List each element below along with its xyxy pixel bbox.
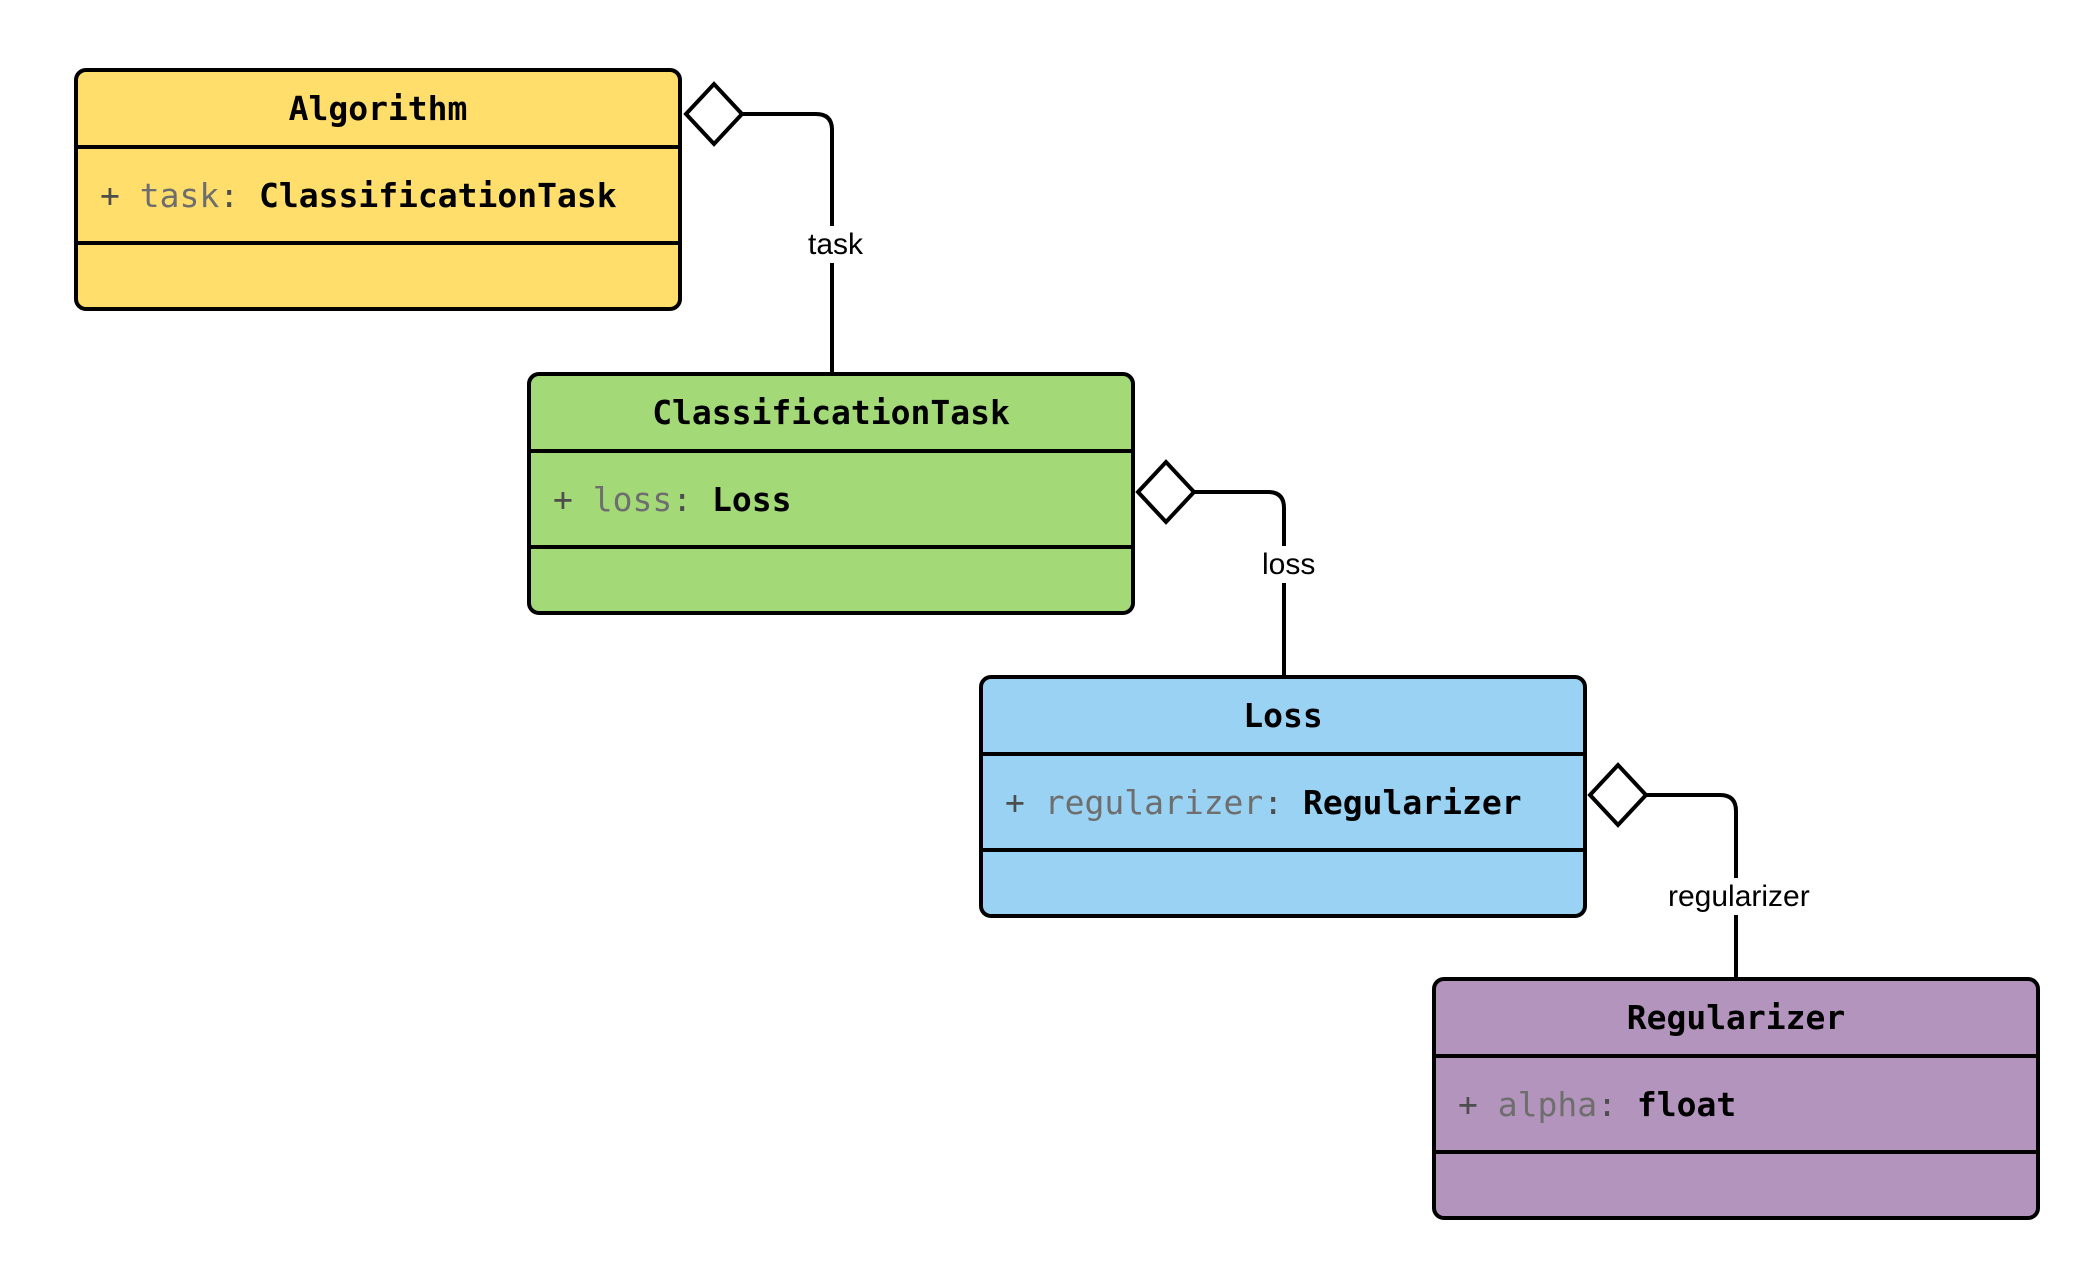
uml-compartment-divider [78,145,678,149]
attribute-colon: : [672,479,693,519]
attribute-colon: : [219,175,240,215]
attribute-name: alpha [1497,1084,1598,1124]
uml-class-title-loss: Loss [1243,696,1323,735]
uml-attribute-algorithm-task: + task: ClassificationTask [100,176,617,215]
relationship-label-algorithm-task: task [800,226,872,263]
uml-attributes-compartment-loss: + regularizer: Regularizer [983,756,1583,848]
uml-class-algorithm[interactable]: Algorithm + task: ClassificationTask [74,68,682,311]
attribute-name: regularizer [1044,782,1264,822]
uml-class-loss[interactable]: Loss + regularizer: Regularizer [979,675,1587,918]
uml-class-regularizer[interactable]: Regularizer + alpha: float [1432,977,2040,1220]
aggregation-diamond-icon-algorithm-task [683,81,745,147]
uml-class-classification-task[interactable]: ClassificationTask + loss: Loss [527,372,1135,615]
uml-methods-compartment-classification-task [531,549,1131,611]
relationship-line-classificationtask-loss [1194,490,1286,675]
uml-compartment-divider [983,848,1583,852]
attribute-type: ClassificationTask [258,175,617,215]
attribute-visibility: + [1458,1084,1478,1124]
attribute-type: float [1636,1084,1737,1124]
attribute-type: Loss [711,479,792,519]
relationship-label-classificationtask-loss: loss [1254,546,1324,583]
uml-class-title-algorithm: Algorithm [288,89,468,128]
attribute-name: loss [592,479,673,519]
attribute-visibility: + [1005,782,1025,822]
uml-attributes-compartment-algorithm: + task: ClassificationTask [78,149,678,241]
uml-methods-compartment-algorithm [78,245,678,307]
uml-attributes-compartment-regularizer: + alpha: float [1436,1058,2036,1150]
attribute-name: task [139,175,220,215]
uml-methods-compartment-regularizer [1436,1154,2036,1216]
attribute-type: Regularizer [1303,782,1522,822]
aggregation-diamond-icon-loss-regularizer [1587,762,1649,828]
uml-methods-compartment-loss [983,852,1583,914]
uml-class-title-regularizer: Regularizer [1626,998,1846,1037]
aggregation-diamond-icon-classificationtask-loss [1135,459,1197,525]
uml-attribute-regularizer-alpha: + alpha: float [1458,1085,1736,1124]
uml-compartment-divider [78,241,678,245]
attribute-colon: : [1263,782,1284,822]
uml-compartment-divider [1436,1054,2036,1058]
attribute-colon: : [1597,1084,1617,1124]
uml-attribute-classification-task-loss: + loss: Loss [553,480,791,519]
uml-compartment-divider [1436,1150,2036,1154]
uml-compartment-divider [983,752,1583,756]
uml-attributes-compartment-classification-task: + loss: Loss [531,453,1131,545]
uml-compartment-divider [531,449,1131,453]
uml-class-title-classification-task: ClassificationTask [652,393,1010,432]
attribute-visibility: + [553,479,573,519]
attribute-visibility: + [100,175,120,215]
uml-attribute-loss-regularizer: + regularizer: Regularizer [1005,783,1522,822]
relationship-label-loss-regularizer: regularizer [1660,878,1818,915]
uml-compartment-divider [531,545,1131,549]
